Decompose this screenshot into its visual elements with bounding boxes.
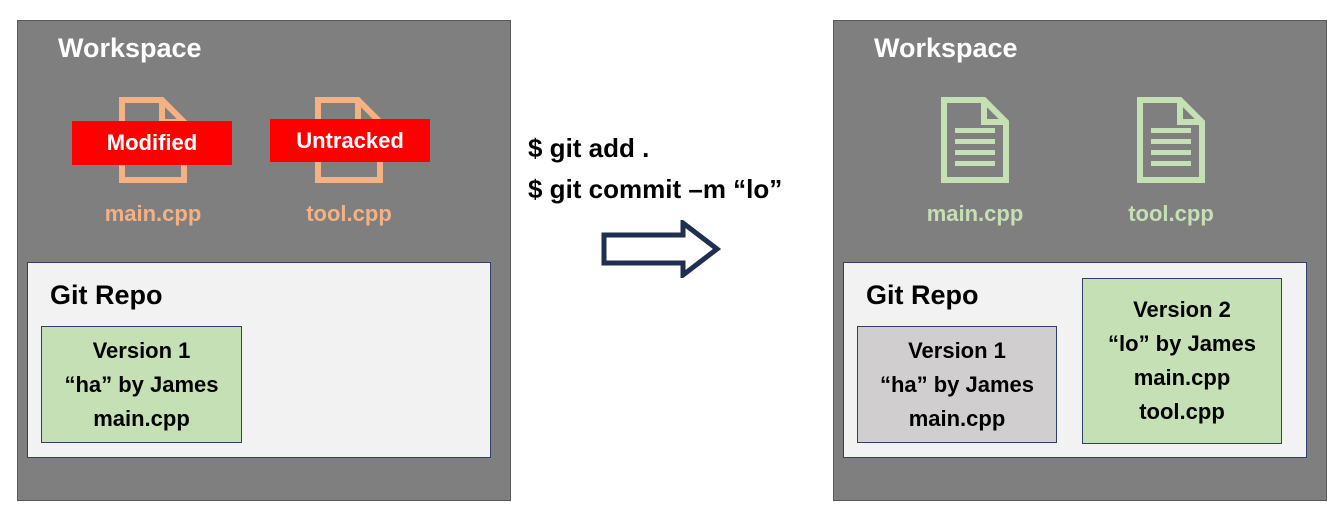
- version-file: tool.cpp: [1139, 399, 1225, 424]
- workspace-before-panel: Workspace main.cpp Modified tool.cpp Unt…: [17, 20, 511, 501]
- workspace-after-panel: Workspace main.cpp tool.cpp Git Repo Ver…: [833, 20, 1327, 501]
- version-label: Version 1: [908, 337, 1006, 363]
- modified-badge: Modified: [72, 121, 232, 165]
- version-message: “lo” by James: [1108, 331, 1256, 356]
- file-name: tool.cpp: [306, 201, 392, 226]
- repo-title: Git Repo: [866, 280, 979, 310]
- file-main-cpp: main.cpp: [900, 96, 1050, 236]
- document-icon: [941, 97, 1009, 183]
- file-tool-cpp: tool.cpp: [274, 96, 424, 236]
- workspace-title: Workspace: [874, 33, 1018, 63]
- git-repo-box: Git Repo Version 1 “ha” by James main.cp…: [27, 262, 491, 458]
- untracked-badge: Untracked: [270, 119, 430, 162]
- file-name: main.cpp: [104, 201, 202, 226]
- version-file: main.cpp: [908, 405, 1006, 431]
- file-tool-cpp: tool.cpp: [1096, 96, 1246, 236]
- file-name: main.cpp: [926, 201, 1024, 226]
- version-2-box: Version 2 “lo” by James main.cpp tool.cp…: [1082, 278, 1282, 444]
- version-1-box: Version 1 “ha” by James main.cpp: [41, 326, 242, 443]
- version-label: Version 1: [92, 337, 191, 363]
- version-1-box: Version 1 “ha” by James main.cpp: [857, 326, 1057, 443]
- version-label: Version 2: [1133, 297, 1231, 322]
- repo-title: Git Repo: [50, 280, 163, 310]
- right-arrow-icon: [601, 220, 721, 278]
- git-repo-box: Git Repo Version 1 “ha” by James main.cp…: [843, 262, 1307, 458]
- version-file: main.cpp: [93, 405, 190, 431]
- version-message: “ha” by James: [64, 371, 219, 397]
- document-icon: [1137, 97, 1205, 183]
- file-name: tool.cpp: [1128, 201, 1214, 226]
- git-commit-command: $ git commit –m “lo”: [528, 174, 783, 204]
- version-file: main.cpp: [1133, 365, 1231, 390]
- file-main-cpp: main.cpp: [78, 96, 228, 236]
- version-message: “ha” by James: [879, 371, 1035, 397]
- workspace-title: Workspace: [58, 33, 202, 63]
- git-add-command: $ git add .: [528, 133, 650, 163]
